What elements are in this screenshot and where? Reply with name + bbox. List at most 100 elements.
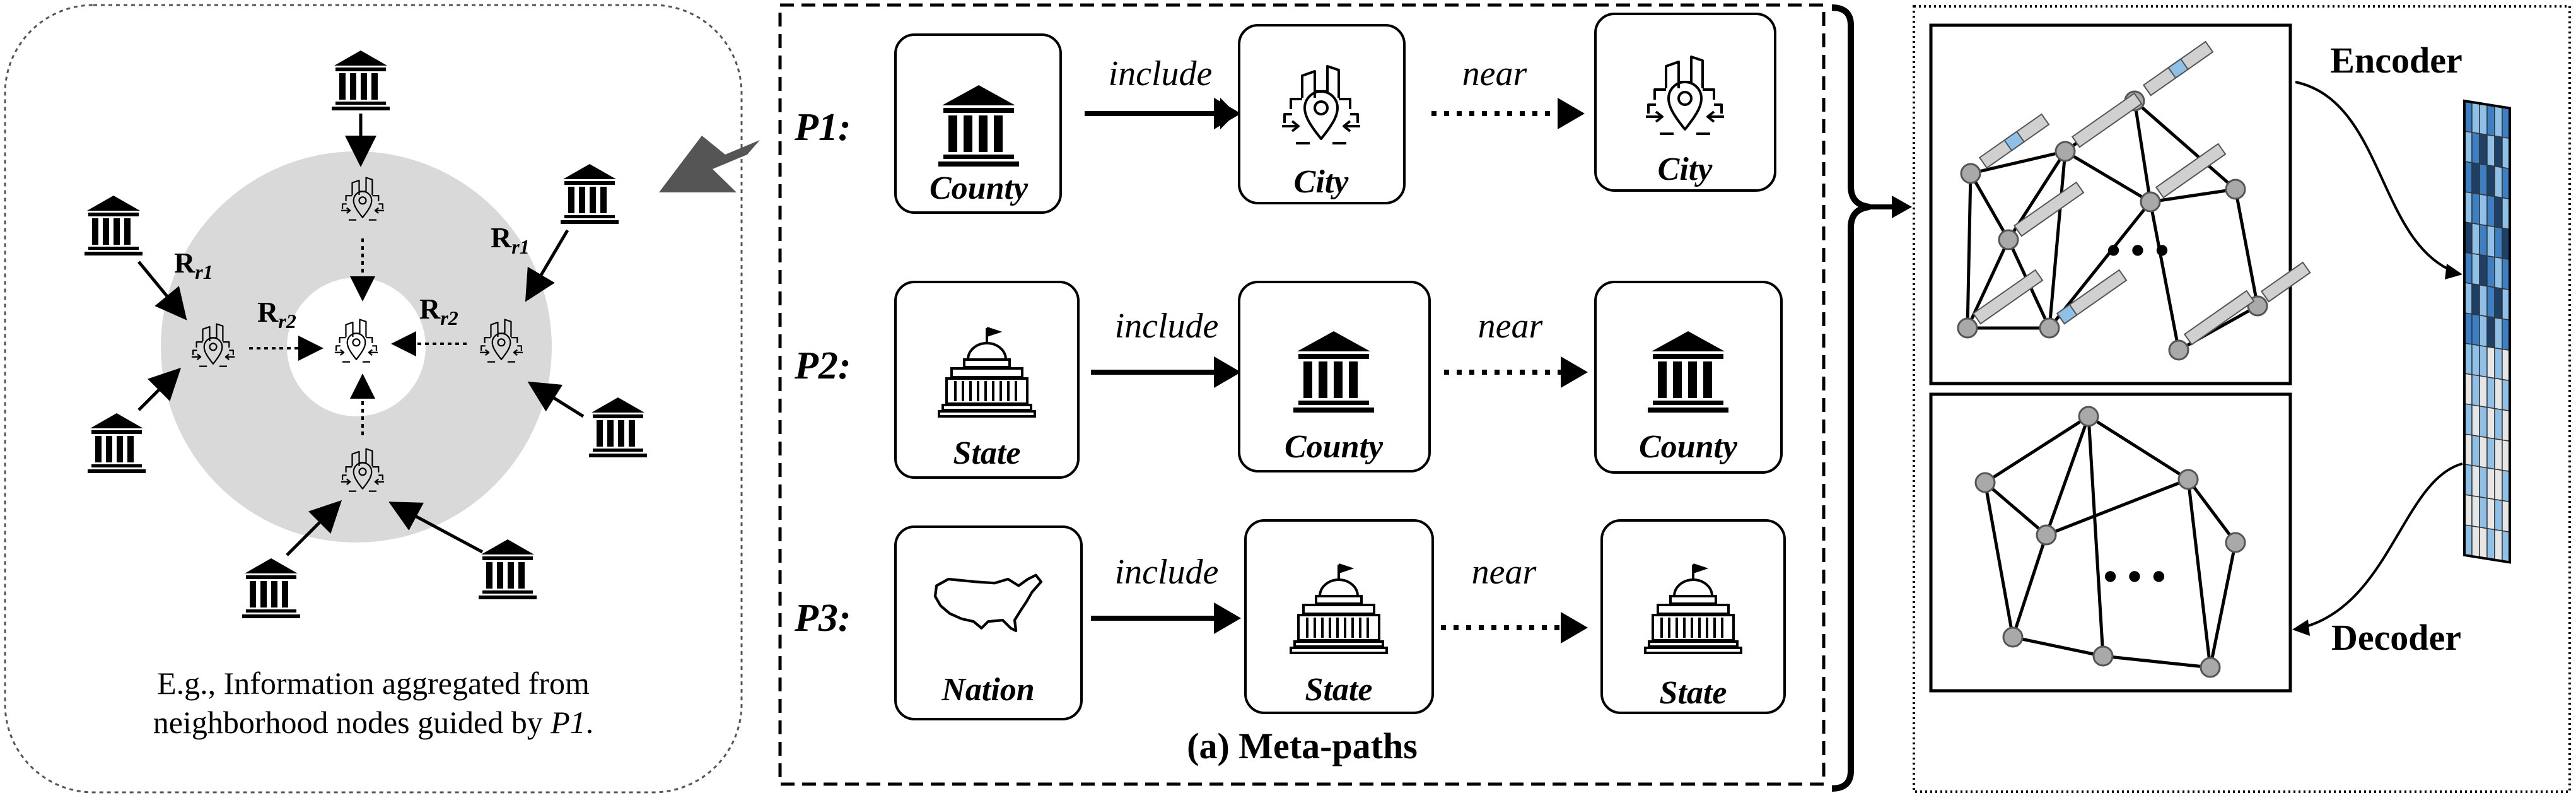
r1-arrow-bottom-right — [388, 502, 484, 554]
encoder-arrowhead — [2445, 264, 2462, 279]
embedding-cell — [2486, 376, 2495, 409]
embedding-cell — [2479, 132, 2488, 166]
gae-border — [1913, 5, 2571, 793]
reconstructed-graph-nodes — [1974, 406, 2246, 678]
p3-edge1-arrowhead — [1214, 602, 1241, 634]
node-feature-vectors — [1972, 40, 2311, 346]
p2-edge1-label: include — [1115, 307, 1219, 346]
p2-target-label: County — [1639, 429, 1738, 465]
p2-source-label: State — [953, 435, 1021, 471]
embedding-cell — [2471, 314, 2480, 346]
embedding-cell — [2494, 105, 2503, 138]
embedding-cell — [2494, 135, 2503, 168]
embedding-matrix-outline — [2463, 99, 2511, 564]
embedding-cell — [2486, 315, 2495, 349]
encoder-label: Encoder — [2330, 40, 2462, 81]
embedding-cell — [2471, 435, 2480, 467]
embedding-cell — [2479, 254, 2488, 287]
embedding-cell — [2471, 465, 2480, 498]
p1-source-box — [894, 33, 1062, 214]
input-graph-box — [1929, 23, 2292, 385]
p2-edge2-arrowhead — [1561, 356, 1588, 388]
embedding-cell — [2471, 525, 2480, 558]
embedding-cell — [2471, 162, 2480, 195]
r1-arrow-upper-left — [137, 261, 187, 320]
embedding-cell — [2486, 194, 2495, 228]
decoder-label: Decoder — [2331, 617, 2461, 658]
p1-target-box — [1594, 13, 1776, 192]
r2-label-right: Rr2 — [419, 293, 458, 329]
p3-edge2-arrowhead — [1561, 612, 1588, 643]
reconstructed-graph-ellipsis: • • • — [2103, 554, 2165, 599]
meta-paths-title: (a) Meta-paths — [1187, 725, 1418, 766]
r1-arrow-lower-right — [527, 381, 585, 418]
embedding-cell — [2486, 437, 2495, 470]
embedding-cell — [2479, 435, 2488, 469]
meta-paths-panel: P1: County include City near City P2: St… — [778, 3, 1826, 786]
embedding-cell — [2479, 163, 2488, 196]
embedding-cell — [2486, 103, 2495, 137]
embedding-cell — [2471, 223, 2480, 255]
path-id-p3: P3: — [794, 597, 851, 640]
gae-panel: • • • • • • — [1913, 5, 2571, 793]
embedding-cell — [2471, 192, 2480, 225]
decoder-arrow — [2301, 462, 2463, 629]
reconstructed-graph-edges — [1983, 414, 2237, 669]
left-caption-line2: neighborhood nodes guided by P1. — [153, 705, 594, 740]
embedding-cell — [2494, 165, 2503, 199]
encoder-arrow — [2295, 81, 2454, 273]
embedding-cell — [2479, 526, 2488, 560]
r2-label-left: Rr2 — [257, 296, 296, 332]
embedding-cell — [2479, 496, 2488, 529]
p3-mid-label: State — [1305, 672, 1373, 708]
embedding-cell — [2479, 223, 2488, 257]
p3-mid-box — [1244, 519, 1434, 714]
r1-arrow-upper-right — [525, 229, 569, 302]
embedding-cell — [2486, 285, 2495, 319]
embedding-cell — [2471, 102, 2480, 134]
embedding-cell — [2479, 344, 2488, 378]
embedding-cell — [2494, 317, 2503, 350]
decoder-arrowhead — [2292, 619, 2310, 636]
p3-source-label: Nation — [941, 672, 1034, 708]
p3-target-box — [1600, 519, 1786, 714]
embedding-cell — [2479, 102, 2488, 136]
embedding-cell — [2479, 466, 2488, 499]
embedding-cell — [2471, 374, 2480, 407]
p1-edge1-label: include — [1109, 54, 1213, 93]
p1-edge2-label: near — [1462, 54, 1527, 93]
embedding-cell — [2486, 255, 2495, 288]
p3-edge2-label: near — [1472, 553, 1537, 592]
center-hole — [287, 278, 426, 416]
embedding-cell — [2494, 226, 2503, 259]
embedding-cell — [2471, 404, 2480, 437]
embedding-cell — [2494, 196, 2503, 229]
input-graph-ellipsis: • • • — [2106, 228, 2169, 273]
r1-arrow-bottom-left — [286, 500, 342, 556]
left-panel: Rr1 Rr1 Rr2 Rr2 E.g., Information aggreg… — [4, 4, 743, 794]
embedding-cell — [2471, 344, 2480, 377]
embedding-cell — [2479, 405, 2488, 438]
embedding-cell — [2471, 495, 2480, 528]
embedding-cell — [2486, 497, 2495, 531]
embedding-cell — [2494, 498, 2503, 532]
embedding-cell — [2479, 314, 2488, 348]
left-caption-line1: E.g., Information aggregated from — [157, 666, 590, 701]
path-id-p2: P2: — [794, 344, 851, 387]
embedding-cell — [2494, 256, 2503, 290]
embedding-cell — [2486, 527, 2495, 561]
r1-arrow-lower-left — [137, 367, 182, 411]
embedding-cell — [2494, 438, 2503, 471]
embedding-cell — [2494, 529, 2503, 562]
embedding-cell — [2479, 193, 2488, 226]
embedding-cell — [2479, 284, 2488, 317]
embedding-cell — [2486, 406, 2495, 440]
embedding-cell — [2471, 132, 2480, 165]
p2-edge2-label: near — [1478, 307, 1543, 346]
pointer-arrow — [659, 136, 760, 192]
embedding-cell — [2486, 467, 2495, 500]
embedding-cell — [2494, 408, 2503, 441]
p3-edge1-label: include — [1115, 553, 1219, 592]
meta-paths-border — [778, 3, 1826, 786]
embedding-cell — [2471, 283, 2480, 316]
